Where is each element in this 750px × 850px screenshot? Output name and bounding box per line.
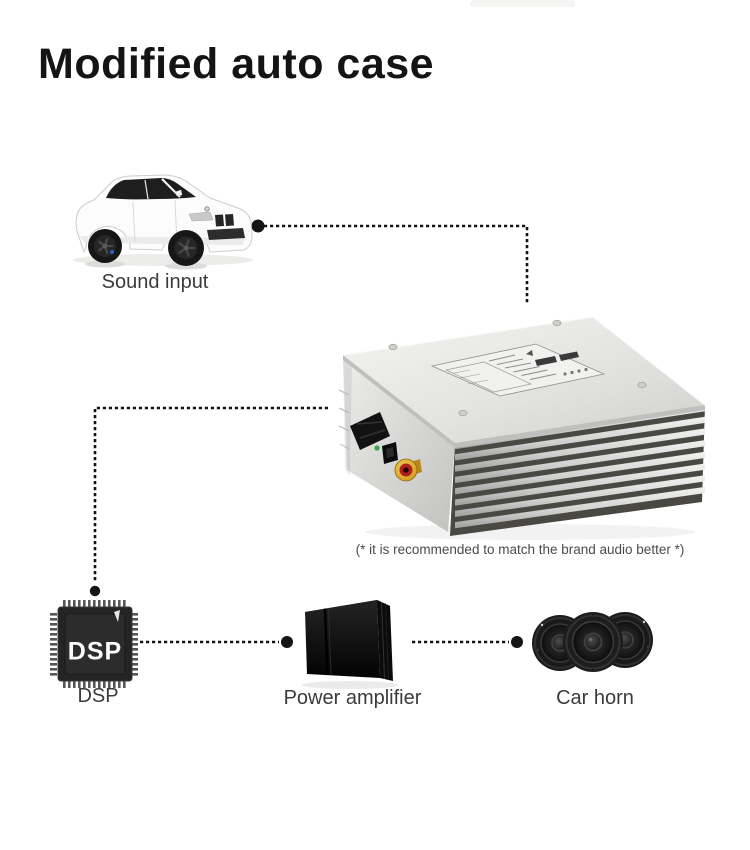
page-title: Modified auto case [38,40,435,88]
rear-wheel [88,229,122,263]
connector-dot-dsp [89,585,101,597]
dsp-chip-icon: DSP [50,600,138,688]
car-horn-image [532,612,653,672]
car-image [73,174,253,270]
connector-dot-horn [511,636,523,648]
connector-car-to-amplifier [258,224,529,303]
connector-dot-car [251,219,265,233]
input-connectors [350,412,422,482]
connector-dot-poweramp [281,636,293,648]
green-led [374,445,380,451]
power-amplifier-label: Power amplifier [283,687,422,709]
rca-jack [394,458,422,482]
front-wheel [168,230,204,266]
dsp-label: DSP [77,685,119,707]
speaker-middle [563,612,623,672]
lid-screws [388,319,647,417]
connector-amplifier-to-dsp [93,406,328,583]
amplifier-image [338,316,706,540]
recommendation-note: (* it is recommended to match the brand … [355,542,685,557]
image-artifact [470,0,575,7]
power-amplifier-image [302,600,398,689]
dsp-chip-marking: DSP [68,638,122,666]
car-horn-label: Car horn [556,687,634,709]
sound-input-label: Sound input [101,271,209,293]
spec-label [430,343,606,397]
